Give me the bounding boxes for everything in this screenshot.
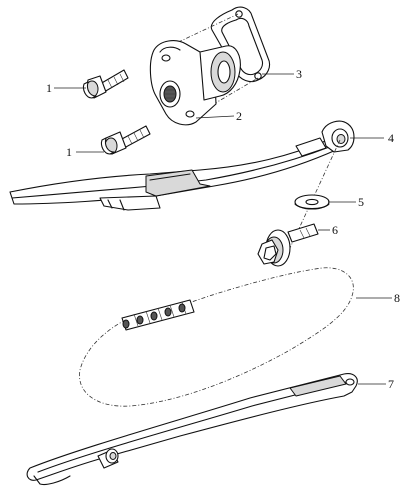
tensioner (149, 40, 241, 126)
bolt-upper (82, 69, 129, 99)
bolt-lower (100, 125, 151, 155)
fixed-guide (26, 373, 358, 486)
gasket (210, 6, 271, 83)
timing-chain (79, 267, 354, 407)
callout-4: 4 (388, 131, 394, 145)
pivot-bolt (257, 223, 319, 267)
tensioner-guide (9, 120, 355, 211)
washer (294, 194, 330, 210)
callout-7: 7 (388, 377, 394, 391)
callout-2: 2 (236, 109, 242, 123)
callout-1-upper: 1 (46, 81, 52, 95)
alignment-line-bottom (189, 77, 259, 119)
callout-3: 3 (296, 67, 302, 81)
callout-1-lower: 1 (66, 145, 72, 159)
callout-6: 6 (332, 223, 338, 237)
alignment-line-top (169, 13, 239, 47)
callout-5: 5 (358, 195, 364, 209)
callout-8: 8 (394, 291, 400, 305)
leader-lines (54, 73, 392, 385)
